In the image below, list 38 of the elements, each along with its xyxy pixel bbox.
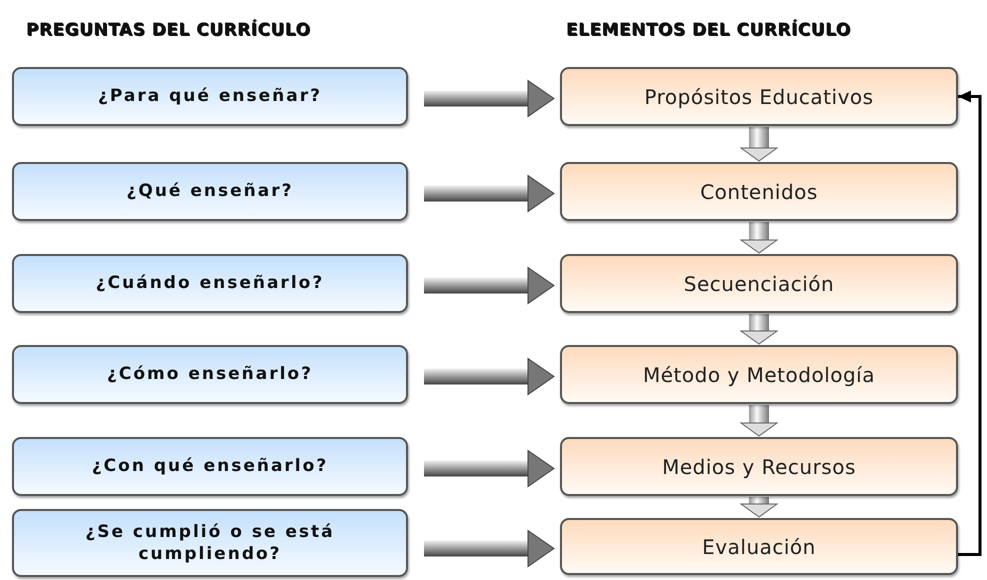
arrow <box>424 267 554 304</box>
arrow <box>958 90 982 556</box>
arrow <box>740 127 778 162</box>
element-box <box>560 254 958 313</box>
box-text: Medios y Recursos <box>662 454 856 478</box>
arrow <box>740 222 778 254</box>
box-text: Propósitos Educativos <box>644 84 874 108</box>
element-box <box>560 518 958 575</box>
box-text: ¿Para qué enseñar? <box>98 85 322 108</box>
arrow <box>740 314 778 344</box>
column-heading: PREGUNTAS DEL CURRÍCULO <box>26 20 310 40</box>
box-text: Método y Metodología <box>643 362 875 386</box>
element-box <box>560 162 958 221</box>
arrow <box>424 80 554 117</box>
column-heading: ELEMENTOS DEL CURRÍCULO <box>566 20 851 40</box>
box-text: ¿Qué enseñar? <box>126 180 294 203</box>
arrow <box>424 358 554 395</box>
arrow <box>424 450 554 487</box>
arrow <box>424 530 554 567</box>
question-box <box>12 67 408 126</box>
arrow <box>740 405 778 436</box>
question-box <box>12 345 408 404</box>
arrow <box>424 175 554 212</box>
box-text: ¿Cuándo enseñarlo? <box>96 272 324 295</box>
box-text: ¿Se cumplió o se está cumpliendo? <box>84 520 336 566</box>
element-box <box>560 345 958 404</box>
question-box <box>12 162 408 221</box>
box-text: ¿Cómo enseñarlo? <box>107 363 313 386</box>
box-text: ¿Con qué enseñarlo? <box>92 455 328 478</box>
question-box <box>12 254 408 313</box>
question-box <box>12 509 408 577</box>
box-text: Contenidos <box>700 180 818 204</box>
box-text: Secuenciación <box>684 272 834 296</box>
question-box <box>12 437 408 496</box>
box-text: Evaluación <box>702 534 816 558</box>
element-box <box>560 67 958 126</box>
arrow <box>740 497 778 518</box>
element-box <box>560 437 958 496</box>
